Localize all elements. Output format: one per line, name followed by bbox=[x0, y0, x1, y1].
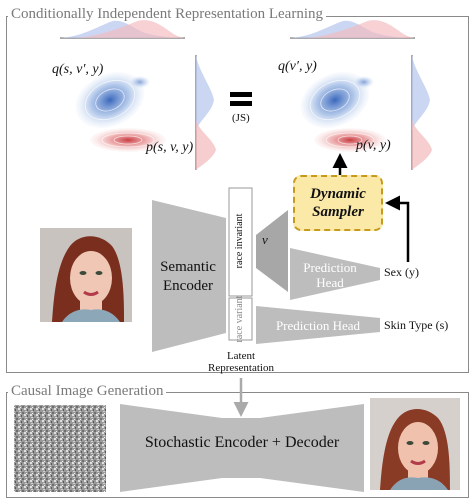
equals-sign bbox=[230, 92, 252, 106]
left-side-marginal bbox=[195, 55, 216, 170]
race-invariant-label: race invariant bbox=[234, 213, 245, 269]
prediction-head-1-shape bbox=[290, 248, 380, 300]
v-label: v bbox=[262, 232, 268, 247]
v-funnel-shape bbox=[256, 210, 288, 292]
right-top-marginal bbox=[290, 20, 415, 39]
left-p-label: p(s, v, y) bbox=[146, 140, 194, 155]
output-face-photo bbox=[370, 398, 460, 490]
noise-image bbox=[14, 405, 106, 492]
sex-label: Sex (y) bbox=[384, 265, 419, 279]
image-generation-title: Causal Image Generation bbox=[8, 383, 167, 400]
dynamic-sampler-line2: Sampler bbox=[312, 204, 364, 220]
left-q-label: q(s, v′, y) bbox=[52, 62, 104, 77]
latent-representation-label: Latent Representation bbox=[190, 350, 292, 374]
right-blue-density bbox=[300, 71, 374, 129]
prediction-head-2-label: Prediction Head bbox=[275, 318, 361, 333]
right-side-marginal bbox=[411, 55, 432, 170]
sex-to-sampler-arrow bbox=[385, 195, 410, 262]
prediction-head-1-line2: Head bbox=[316, 275, 344, 290]
semantic-encoder-line2: Encoder bbox=[163, 278, 213, 294]
js-divergence-note: (JS) bbox=[232, 112, 250, 124]
latent-bar-variant bbox=[228, 297, 253, 341]
dynamic-sampler-box: Dynamic Sampler bbox=[293, 175, 383, 231]
left-top-marginal bbox=[60, 20, 185, 39]
semantic-encoder-shape bbox=[152, 200, 226, 352]
right-p-label: p(v, y) bbox=[356, 138, 391, 153]
right-red-density bbox=[314, 128, 386, 152]
race-variant-label: race variant bbox=[234, 295, 245, 343]
prediction-head-1-line1: Prediction bbox=[303, 260, 357, 275]
representation-learning-title: Conditionally Independent Representation… bbox=[8, 6, 326, 23]
stochastic-encoder-decoder-label: Stochastic Encoder + Decoder bbox=[144, 434, 340, 451]
latent-line2: Representation bbox=[208, 362, 274, 374]
right-q-label: q(v′, y) bbox=[278, 59, 317, 74]
left-red-density bbox=[90, 128, 166, 152]
image-generation-panel bbox=[6, 392, 469, 498]
semantic-encoder-label: Semantic Encoder bbox=[150, 258, 226, 296]
prediction-head-2-shape bbox=[256, 306, 380, 344]
prediction-head-1-label: Prediction Head bbox=[294, 260, 366, 290]
stochastic-encoder-decoder-shape bbox=[120, 404, 364, 492]
latent-bar-invariant bbox=[228, 187, 253, 297]
input-face-photo bbox=[40, 228, 132, 322]
semantic-encoder-line1: Semantic bbox=[160, 259, 216, 275]
skin-type-label: Skin Type (s) bbox=[384, 318, 449, 332]
left-blue-density bbox=[75, 71, 150, 129]
dynamic-sampler-line1: Dynamic bbox=[310, 186, 366, 202]
latent-line1: Latent bbox=[226, 350, 256, 362]
